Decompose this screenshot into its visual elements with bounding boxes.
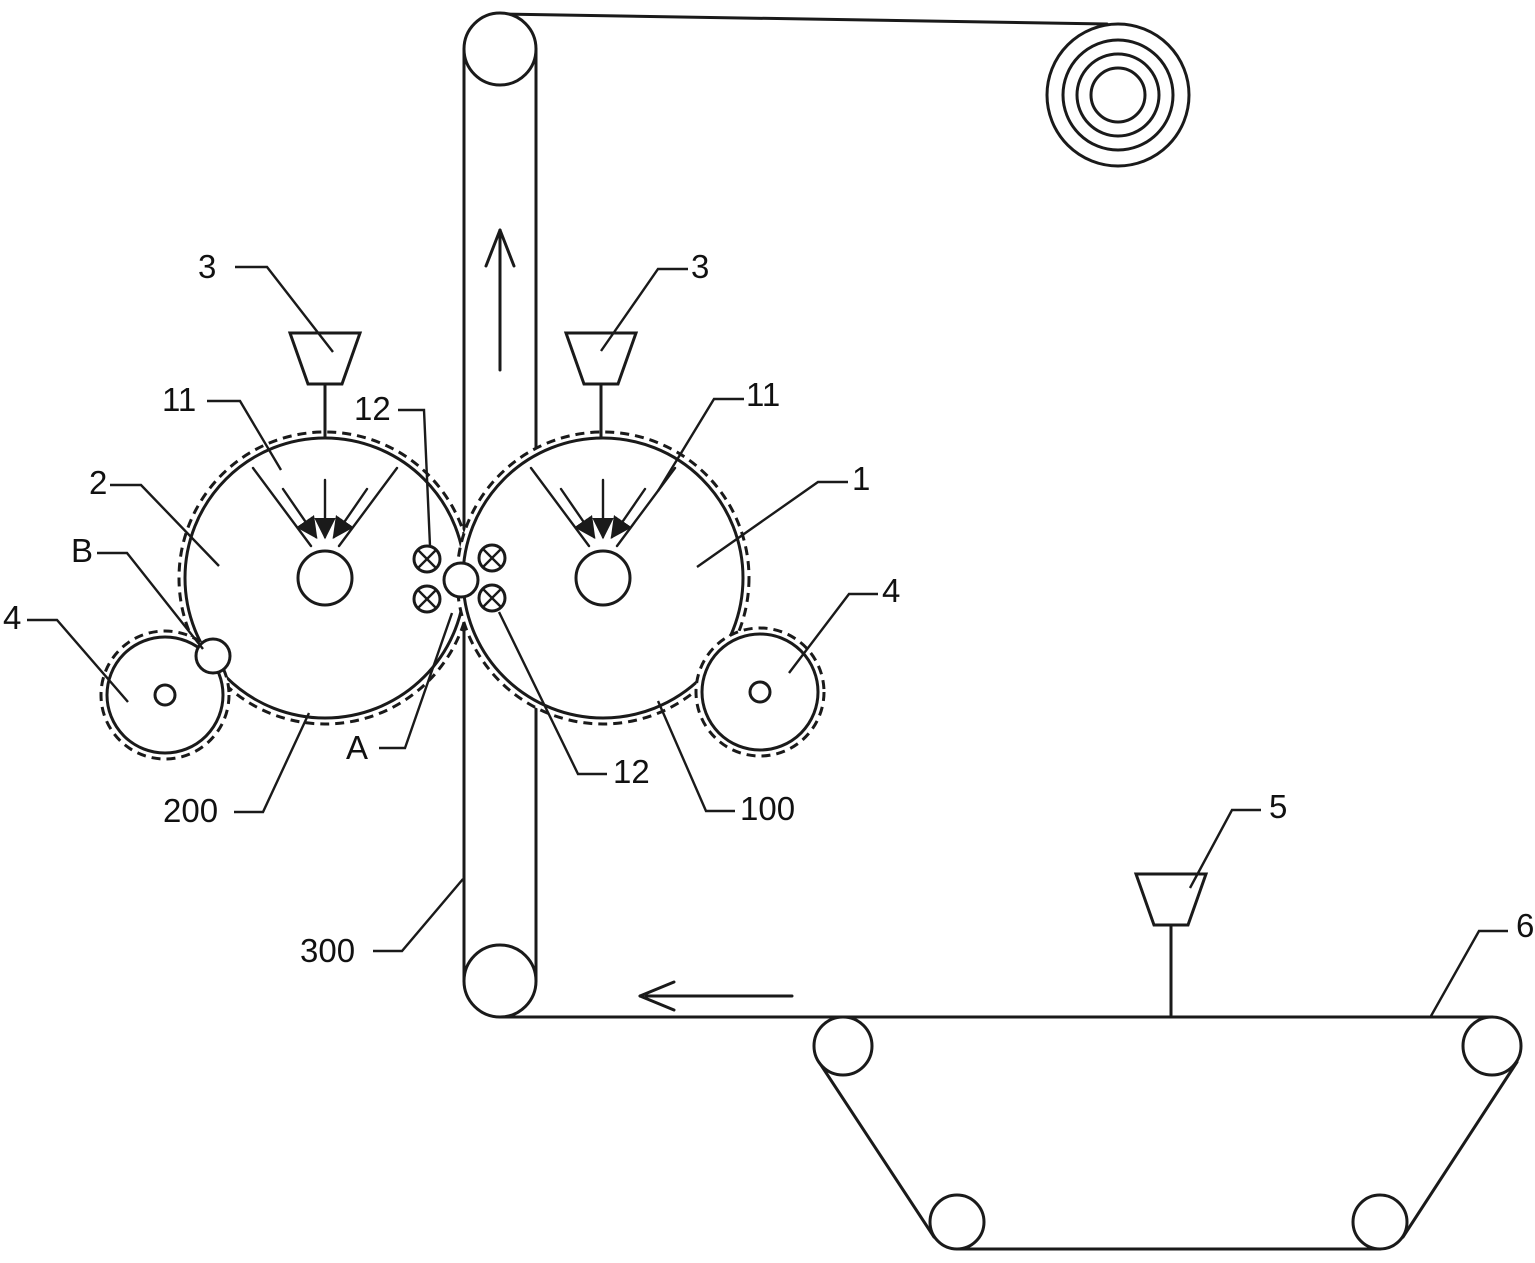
label-hopper-conveyor: 5	[1188, 788, 1287, 889]
leader-line	[696, 480, 848, 568]
label-text: 6	[1516, 907, 1534, 944]
label-toothed-roller-left: 4	[3, 599, 129, 703]
label-hopper-left: 3	[198, 248, 334, 353]
label-nip-point: A	[346, 612, 454, 766]
leader-line	[379, 612, 454, 750]
conveyor-hopper	[1133, 872, 1209, 1017]
transfer-roller-b	[194, 637, 232, 675]
label-nip-rollers-upper: 12	[354, 390, 432, 547]
right-toothed-roller	[694, 626, 826, 758]
label-text: 200	[163, 792, 218, 829]
conveyor-right-run	[1401, 1060, 1519, 1239]
spray-arrow	[332, 487, 369, 539]
cross-roller	[412, 584, 442, 614]
label-spray-right: 11	[656, 376, 780, 492]
toothed-roller-shell	[700, 632, 820, 752]
leader-line	[1429, 929, 1508, 1017]
label-drum-right: 1	[696, 460, 870, 568]
label-text: 12	[613, 753, 650, 790]
label-text: 4	[3, 599, 21, 636]
cross-roller	[477, 583, 507, 613]
hopper-funnel	[1133, 872, 1209, 927]
leader-line	[110, 483, 220, 567]
leader-line	[97, 551, 204, 650]
conveyor-left-run	[817, 1060, 936, 1239]
conveyor-pulley	[1351, 1193, 1409, 1251]
right-forming-drum	[455, 430, 751, 726]
bottom-conveyor	[812, 1015, 1523, 1251]
drum-axle	[574, 549, 632, 607]
label-toothed-roller-right: 4	[788, 572, 900, 674]
web-path	[462, 12, 1494, 1019]
toothed-roller-axle	[748, 680, 772, 704]
label-text: 300	[300, 932, 355, 969]
web-left-arrow	[638, 980, 794, 1012]
leader-line	[1188, 808, 1261, 889]
label-roller-b: B	[71, 532, 204, 650]
leader-line	[600, 267, 688, 352]
label-text: 12	[354, 390, 391, 427]
conveyor-pulley	[928, 1193, 986, 1251]
leader-line	[497, 611, 607, 776]
label-text: 11	[746, 376, 780, 413]
web-up-arrow	[484, 228, 516, 372]
nip-cross-rollers	[412, 543, 507, 614]
label-hopper-right: 3	[600, 248, 709, 352]
leader-line	[398, 408, 432, 547]
roll-circle	[1075, 52, 1161, 138]
leader-line	[27, 618, 129, 703]
leader-line	[656, 397, 744, 492]
leader-line	[235, 265, 334, 353]
left-forming-drum	[177, 430, 473, 726]
leader-line	[234, 712, 311, 814]
left-hopper	[287, 331, 363, 439]
roll-core-circle	[1089, 66, 1147, 124]
wound-roll	[1045, 22, 1191, 168]
label-conveyor: 6	[1429, 907, 1534, 1017]
label-text: 3	[198, 248, 216, 285]
label-drum-left: 2	[89, 464, 220, 567]
label-vertical-belt: 300	[300, 878, 464, 969]
right-hopper	[563, 331, 639, 439]
label-nip-rollers-lower: 12	[497, 611, 650, 790]
label-text: 2	[89, 464, 107, 501]
conveyor-pulley	[812, 1015, 874, 1077]
roll-outer-circle	[1045, 22, 1191, 168]
leader-line	[373, 878, 464, 953]
conveyor-pulley	[1461, 1015, 1523, 1077]
label-spray-left: 11	[162, 381, 283, 471]
leader-line	[207, 399, 283, 471]
roll-circle	[1061, 38, 1175, 152]
spray-arrow	[610, 487, 647, 539]
cross-roller	[477, 543, 507, 573]
hopper-funnel	[287, 331, 363, 386]
label-text: 5	[1269, 788, 1287, 825]
spray-arrow	[281, 487, 318, 539]
leader-line	[788, 592, 878, 674]
label-text: 3	[691, 248, 709, 285]
leader-line	[656, 700, 735, 813]
belt-bottom-pulley	[462, 943, 538, 1019]
toothed-roller-shell	[105, 635, 225, 755]
drum-axle	[296, 549, 354, 607]
web-top-run	[500, 12, 1109, 26]
spray-arrow	[559, 487, 596, 539]
label-text: B	[71, 532, 93, 569]
hopper-funnel	[563, 331, 639, 386]
vertical-belt	[462, 11, 538, 1019]
label-drum-left-ref: 200	[163, 712, 311, 829]
label-text: A	[346, 729, 368, 766]
label-drum-right-ref: 100	[656, 700, 795, 827]
label-text: 1	[852, 460, 870, 497]
cross-roller	[412, 544, 442, 574]
labels: 3 3 11 12 11 1 2 B	[3, 248, 1534, 1017]
belt-top-pulley	[462, 11, 538, 87]
label-text: 100	[740, 790, 795, 827]
toothed-roller-axle	[153, 683, 177, 707]
label-text: 4	[882, 572, 900, 609]
label-text: 11	[162, 381, 196, 418]
nip-roller-a	[442, 561, 480, 599]
